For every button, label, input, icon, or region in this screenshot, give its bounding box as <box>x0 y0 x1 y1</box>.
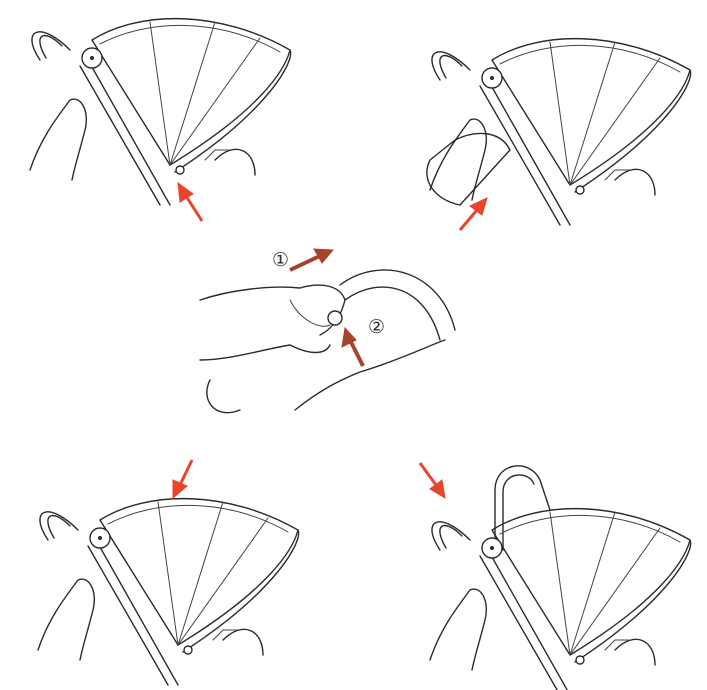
center-closeup <box>200 270 455 413</box>
arrow-icon <box>178 183 202 221</box>
arrow-icon <box>290 249 333 270</box>
arrow-icon <box>420 463 445 498</box>
arrow-icon <box>173 460 192 498</box>
arrow-icon <box>342 328 363 366</box>
panel-top-left <box>30 19 291 205</box>
arrow-icon <box>460 198 487 230</box>
panel-bottom-right <box>430 466 691 690</box>
panel-top-right <box>427 39 691 225</box>
step-2-label: ② <box>368 316 385 338</box>
panel-bottom-left <box>38 499 299 685</box>
step-1-label: ① <box>272 249 289 271</box>
